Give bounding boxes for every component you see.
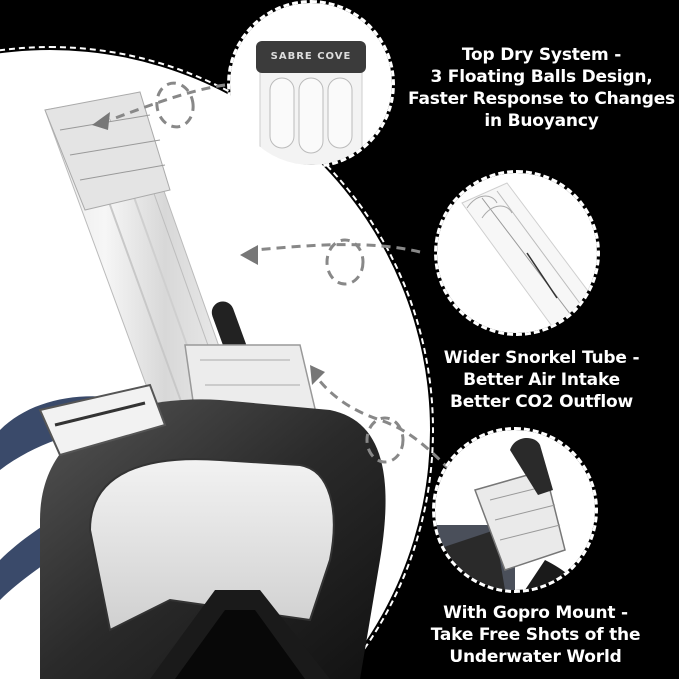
caption-line: in Buoyancy xyxy=(484,111,599,131)
caption-line: 3 Floating Balls Design, xyxy=(430,67,653,87)
feature-caption-top-dry-system: Top Dry System - 3 Floating Balls Design… xyxy=(404,44,679,132)
feature-caption-gopro-mount: With Gopro Mount - Take Free Shots of th… xyxy=(398,602,673,668)
caption-line: Better CO2 Outflow xyxy=(450,392,633,412)
caption-line: Top Dry System - xyxy=(461,45,622,65)
caption-line: Take Free Shots of the xyxy=(430,625,641,645)
arrow-head-icon xyxy=(310,365,325,385)
feature-caption-wider-snorkel-tube: Wider Snorkel Tube - Better Air Intake B… xyxy=(404,347,679,413)
caption-line: Underwater World xyxy=(449,647,622,667)
caption-line: Wider Snorkel Tube - xyxy=(443,348,640,368)
caption-line: Faster Response to Changes xyxy=(408,89,675,109)
detail-circle-dashed-border xyxy=(432,427,598,593)
detail-circle-dashed-border xyxy=(434,170,600,336)
gopro-mount-part xyxy=(38,383,167,457)
detail-circle-dashed-border xyxy=(227,0,395,168)
callout-lines xyxy=(109,81,452,472)
caption-line: Better Air Intake xyxy=(463,370,620,390)
caption-line: With Gopro Mount - xyxy=(443,603,628,623)
arrow-head-icon xyxy=(92,112,110,130)
arrow-head-icon xyxy=(240,245,258,265)
